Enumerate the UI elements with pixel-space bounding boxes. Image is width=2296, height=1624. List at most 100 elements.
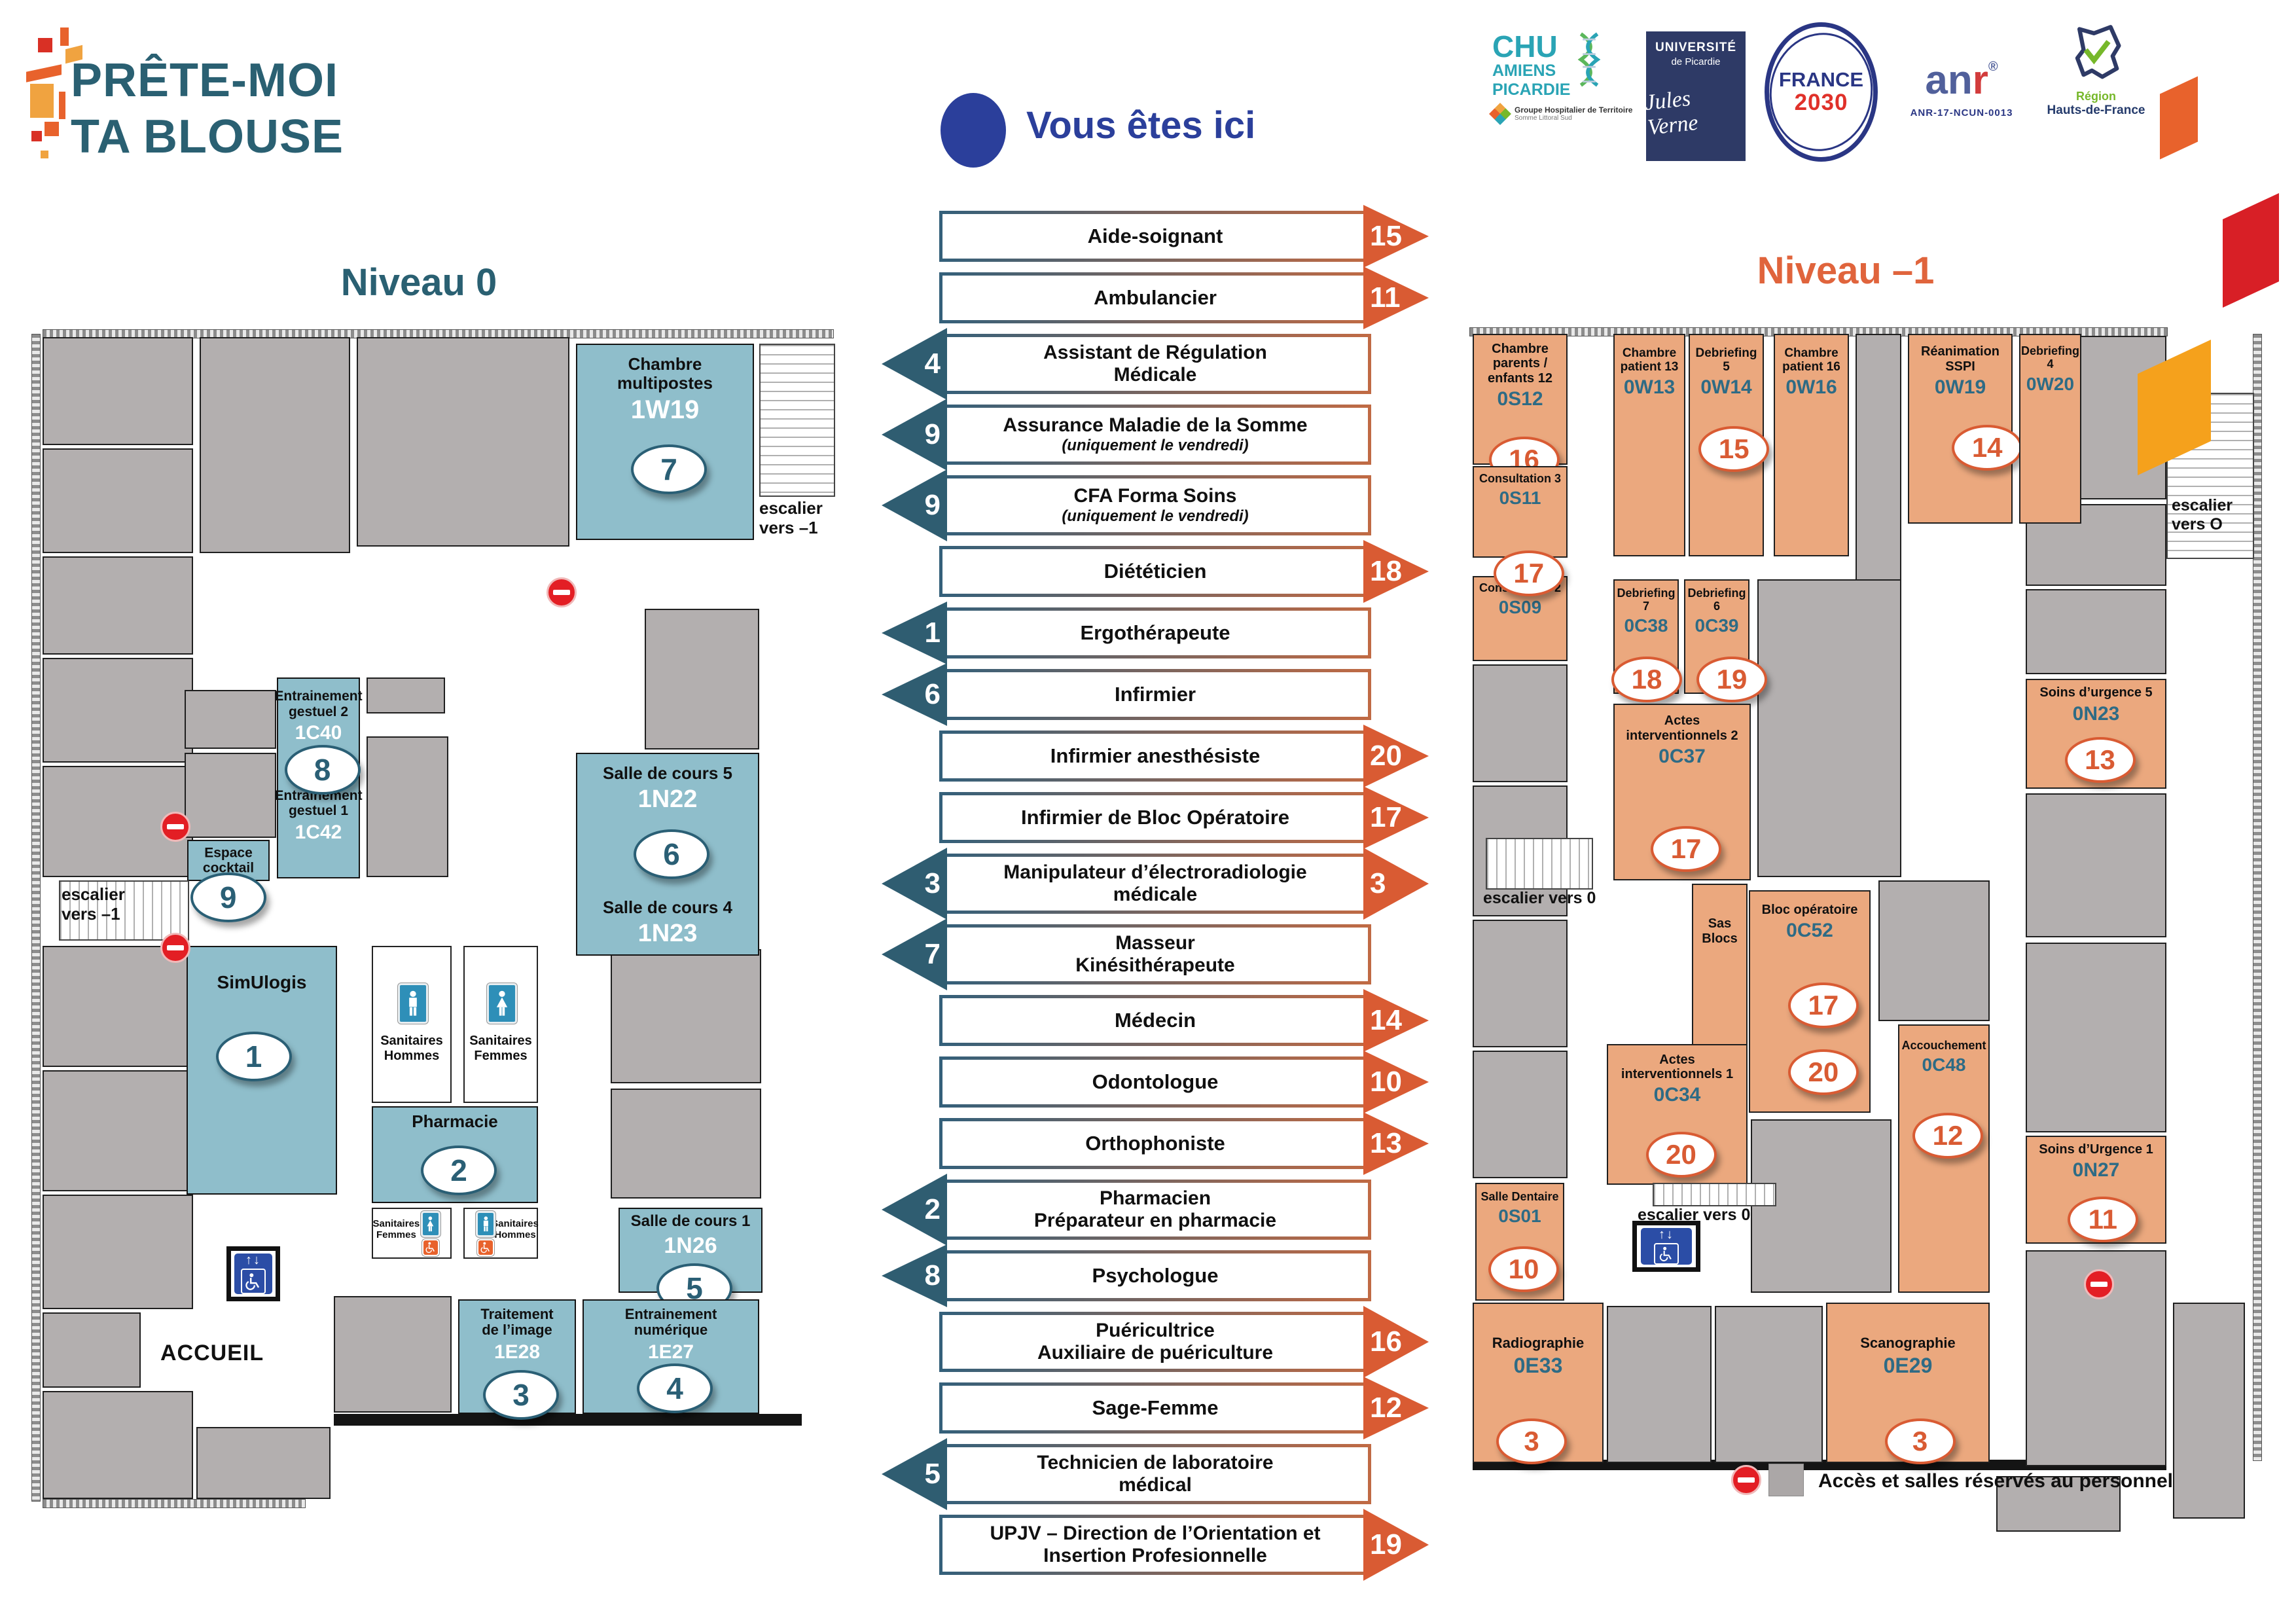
room-code: 0W19 [1934,376,1986,399]
room-code: 0C52 [1786,920,1833,942]
room-number-3: 3 [483,1370,559,1420]
logo-line1: PRÊTE-MOI [71,54,339,107]
legend-text: Accès et salles réservés au personnel [1818,1470,2173,1492]
profession-label: Aide-soignant [1087,224,1223,247]
room-code: 0W13 [1623,376,1676,399]
room-name: Actes [1664,713,1700,729]
stairs-label-line: escalier [2172,496,2233,514]
room-text: Espace cocktail [190,845,266,876]
wheelchair-icon [422,1239,439,1257]
profession-label: Orthophoniste [1085,1131,1225,1155]
room-name: SimUlogis [217,971,307,992]
profession-number: 19 [1370,1528,1402,1561]
room-room [645,609,759,749]
event-logo: PRÊTE-MOI TA BLOUSE [71,52,344,166]
room-number-7: 7 [631,444,707,494]
profession-label-box: Ergothérapeute [939,607,1371,659]
profession-number: 3 [1370,867,1386,899]
room-number-3: 3 [1496,1418,1567,1464]
room-room [185,690,276,749]
room-room [43,1195,193,1309]
room-name: parents / [1492,356,1548,371]
woman-icon [420,1211,440,1238]
profession-number: 12 [1370,1392,1402,1424]
room-name: Traitement [480,1305,554,1322]
room-name: Actes [1659,1052,1695,1067]
direction-arrow-right-icon: 19 [1363,1509,1429,1581]
room-code: 1C42 [295,821,342,843]
profession-number: 9 [924,418,941,450]
room-code: 0C48 [1922,1055,1966,1075]
no-entry-icon [160,933,190,963]
room-room [367,677,445,713]
direction-arrow-right-icon: 17 [1363,786,1429,849]
stairs [759,344,835,497]
stairs [59,880,189,941]
direction-arrow-left-icon: 9 [882,469,947,541]
room-number-9: 9 [190,872,266,922]
profession-number: 3 [924,867,941,899]
room-name: interventionnels 2 [1626,728,1738,743]
room-number-17: 17 [1651,826,1721,872]
room-code: 0S12 [1497,388,1543,410]
room-code: 0C34 [1653,1084,1701,1106]
room-name: Réanimation [1920,344,2000,359]
direction-arrow-right-icon: 12 [1363,1377,1429,1439]
direction-arrow-right-icon: 11 [1363,266,1429,329]
room-code: 1N26 [664,1233,717,1259]
room-name: Hommes [494,1229,536,1240]
stairs-label-line: escalier [62,884,125,904]
hatched-wall [31,334,41,1502]
profession-label-line2: Préparateur en pharmacie [1033,1210,1277,1231]
room-room [200,337,350,553]
profession-note: (uniquement le vendredi) [1062,436,1249,454]
profession-number: 5 [924,1458,941,1490]
room-room [1473,920,1568,1047]
profession-label: UPJV – Direction de l’Orientation et [990,1523,1321,1545]
room-name: Debriefing [1695,346,1757,360]
room-name: patient 16 [1782,360,1840,374]
direction-arrow-left-icon: 7 [882,918,947,990]
direction-arrow-left-icon: 9 [882,399,947,471]
room-name: Sanitaires [380,1034,443,1049]
direction-arrow-left-icon: 3 [882,848,947,920]
room-name: 6 [1713,599,1720,613]
profession-number: 17 [1370,801,1402,833]
room-number-13: 13 [2064,736,2136,783]
profession-label: Masseur [1115,932,1195,954]
room-name: Pharmacie [412,1111,498,1132]
direction-arrow-left-icon: 2 [882,1174,947,1246]
profession-label: Psychologue [1092,1263,1219,1287]
direction-arrow-right-icon: 16 [1363,1306,1429,1378]
